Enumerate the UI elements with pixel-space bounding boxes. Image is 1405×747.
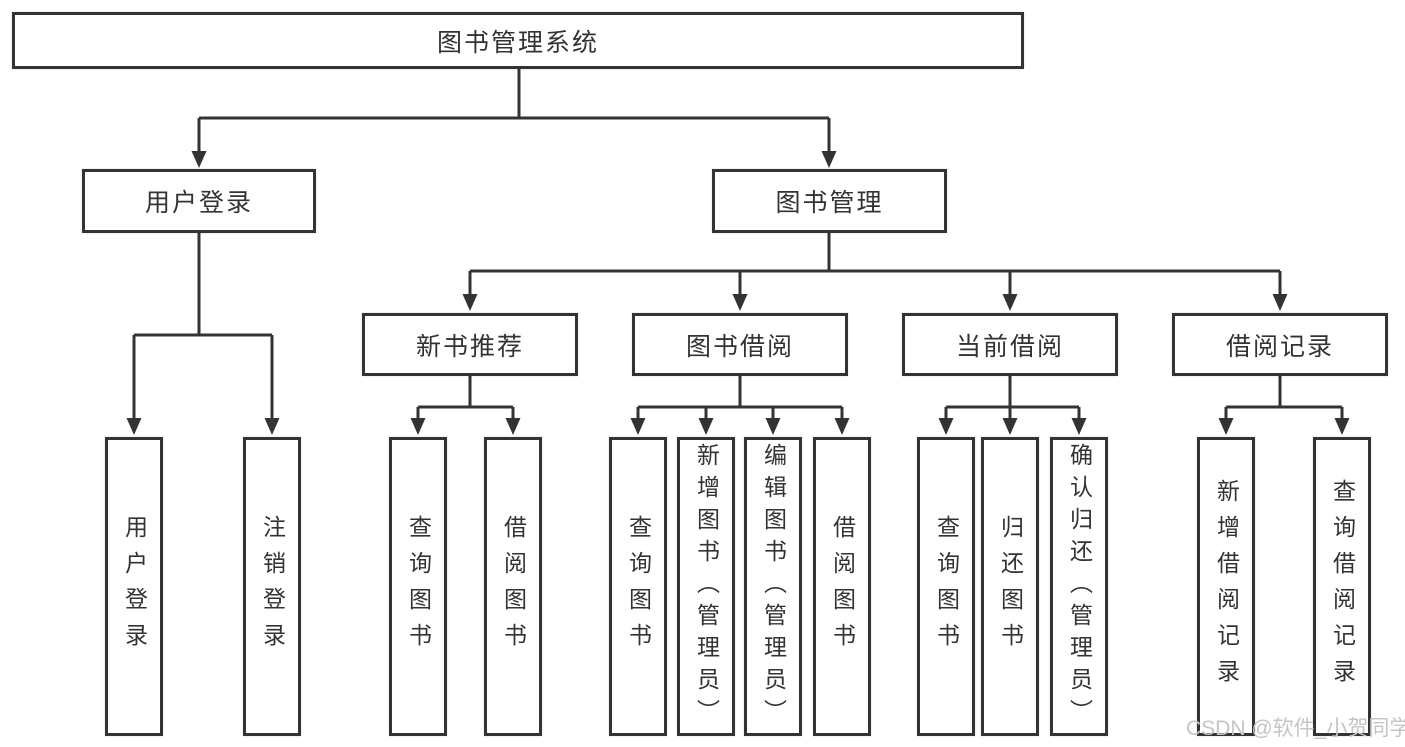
node-label: 当前借阅 (955, 332, 1064, 361)
node-current-borrow: 当前借阅 (902, 313, 1118, 376)
leaf-borrow-book-newbook: 借阅图书 (484, 437, 542, 736)
arrowhead (821, 151, 837, 168)
node-label: 用户登录 (144, 189, 253, 217)
node-label: 图书借阅 (685, 332, 794, 361)
leaf-user-login: 用户登录 (105, 437, 163, 736)
user-login-branch-line (132, 233, 274, 421)
leaf-query-book-current: 查询图书 (917, 437, 975, 736)
arrowhead (834, 418, 850, 435)
arrowhead (1002, 418, 1018, 435)
book-borrow-group-line (636, 376, 844, 421)
node-label: 用户登录 (121, 514, 148, 659)
watermark: CSDN @软件_小贺同学 (1186, 717, 1405, 740)
arrowhead (505, 418, 521, 435)
leaf-logout: 注销登录 (243, 437, 301, 736)
node-label: 图书管理 (775, 189, 884, 217)
arrowhead (1334, 418, 1350, 435)
user-login-branch (126, 233, 280, 435)
arrowhead (938, 418, 954, 435)
new-book-group-line (416, 376, 515, 421)
leaf-return-book: 归还图书 (981, 437, 1039, 736)
node-borrow-records: 借阅记录 (1172, 313, 1388, 376)
borrow-records-group-line (1224, 376, 1344, 421)
node-new-book-recommend: 新书推荐 (362, 313, 578, 376)
arrowhead (264, 418, 280, 435)
node-label: 新增图书（管理员） (693, 442, 720, 731)
leaf-query-borrow-record: 查询借阅记录 (1313, 437, 1371, 736)
leaf-edit-book-admin: 编辑图书（管理员） (744, 437, 802, 736)
leaf-borrow-book-borrow: 借阅图书 (813, 437, 871, 736)
node-book-management: 图书管理 (712, 169, 947, 233)
node-label: 查询图书 (933, 514, 960, 659)
arrowhead (630, 418, 646, 435)
root-branch (191, 69, 837, 168)
arrowhead (410, 418, 426, 435)
root-branch-line (197, 69, 831, 154)
root-node: 图书管理系统 (12, 12, 1024, 69)
node-book-borrow: 图书借阅 (632, 313, 848, 376)
arrowhead (1272, 294, 1288, 311)
node-label: 查询借阅记录 (1329, 478, 1356, 695)
node-label: 借阅图书 (500, 514, 527, 659)
arrowhead (191, 151, 207, 168)
arrowhead (1071, 418, 1087, 435)
node-label: 归还图书 (997, 514, 1024, 659)
arrowhead (698, 418, 714, 435)
current-borrow-group-branch (938, 376, 1087, 435)
node-label: 查询图书 (405, 514, 432, 659)
arrowhead (1218, 418, 1234, 435)
leaf-confirm-return-admin: 确认归还（管理员） (1050, 437, 1108, 736)
node-label: 注销登录 (259, 514, 286, 659)
node-label: 编辑图书（管理员） (760, 442, 787, 731)
node-label: 借阅图书 (829, 514, 856, 659)
book-management-branch-line (468, 233, 1282, 297)
leaf-add-borrow-record: 新增借阅记录 (1197, 437, 1255, 736)
borrow-records-group-branch (1218, 376, 1350, 435)
node-label: 查询图书 (625, 514, 652, 659)
node-label: 新书推荐 (415, 332, 524, 361)
node-user-login: 用户登录 (82, 169, 316, 233)
arrowhead (462, 294, 478, 311)
book-management-branch (462, 233, 1288, 311)
new-book-group-branch (410, 376, 521, 435)
book-borrow-group-branch (630, 376, 850, 435)
leaf-add-book-admin: 新增图书（管理员） (677, 437, 735, 736)
arrowhead (126, 418, 142, 435)
arrowhead (732, 294, 748, 311)
arrowhead (1002, 294, 1018, 311)
leaf-query-book-newbook: 查询图书 (389, 437, 447, 736)
node-label: 图书管理系统 (436, 28, 599, 57)
node-label: 确认归还（管理员） (1066, 442, 1093, 731)
current-borrow-group-line (944, 376, 1081, 421)
node-label: 新增借阅记录 (1213, 478, 1240, 695)
leaf-query-book-borrow: 查询图书 (609, 437, 667, 736)
node-label: 借阅记录 (1225, 332, 1334, 361)
arrowhead (765, 418, 781, 435)
